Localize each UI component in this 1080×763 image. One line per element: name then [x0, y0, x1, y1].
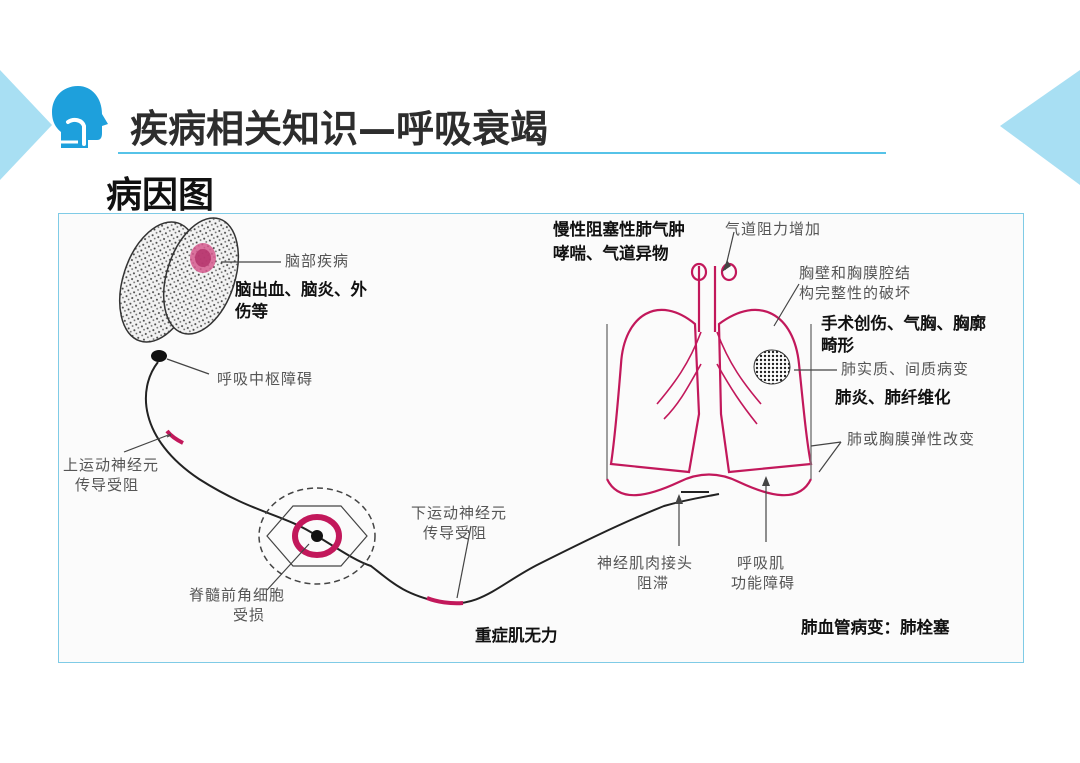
- label-elasticity: 肺或胸膜弹性改变: [847, 430, 976, 448]
- respiratory-head-icon: [52, 86, 108, 148]
- label-nmj-2: 阻滞: [637, 574, 670, 592]
- resp-center-leader: [166, 358, 210, 375]
- title-underline: [118, 152, 886, 154]
- anterior-horn-leader: [266, 543, 310, 591]
- label-chest-wall-1: 胸壁和胸膜腔结: [799, 264, 912, 282]
- brain-illustration: [119, 217, 240, 362]
- section-subtitle: 病因图: [106, 175, 215, 216]
- note-vascular: 肺血管病变：肺栓塞: [801, 618, 950, 637]
- label-parenchyma: 肺实质、间质病变: [841, 360, 970, 378]
- upper-motor-leader: [123, 433, 172, 453]
- label-lower-motor-2: 传导受阻: [423, 524, 488, 542]
- label-airway-resistance: 气道阻力增加: [725, 220, 822, 238]
- note-myasthenia: 重症肌无力: [475, 626, 558, 645]
- nerve-pathway: [144, 361, 720, 605]
- spinal-cord-cross-section: [258, 487, 376, 585]
- label-upper-motor-2: 传导受阻: [75, 476, 140, 494]
- right-corner-triangle: [1000, 70, 1080, 185]
- label-respiratory-center: 呼吸中枢障碍: [217, 370, 314, 388]
- note-trauma-1: 手术创伤、气胸、胸廓: [821, 314, 986, 333]
- label-chest-wall-2: 构完整性的破坏: [799, 284, 912, 302]
- lung-mass: [753, 349, 791, 385]
- label-brain-disease: 脑部疾病: [285, 252, 350, 270]
- label-anterior-horn-1: 脊髓前角细胞: [189, 586, 286, 604]
- note-pneumonia: 肺炎、肺纤维化: [835, 388, 951, 407]
- note-trauma-2: 畸形: [821, 336, 854, 355]
- label-upper-motor-1: 上运动神经元: [63, 456, 160, 474]
- note-copd-2: 哮喘、气道异物: [553, 244, 669, 263]
- label-lower-motor-1: 下运动神经元: [411, 504, 508, 522]
- page-title: 疾病相关知识—呼吸衰竭: [130, 107, 549, 151]
- chest-wall-leader: [773, 283, 800, 327]
- left-corner-triangle: [0, 70, 52, 180]
- lungs-illustration: [606, 262, 813, 497]
- label-resp-muscle-1: 呼吸肌: [737, 554, 786, 572]
- label-resp-muscle-2: 功能障碍: [731, 574, 796, 592]
- label-nmj-1: 神经肌肉接头: [597, 554, 694, 572]
- lower-motor-leader: [456, 525, 472, 599]
- diagram-drawing: [119, 217, 842, 606]
- note-brain-examples-2: 伤等: [235, 302, 268, 321]
- note-brain-examples-1: 脑出血、脑炎、外: [235, 280, 367, 299]
- label-anterior-horn-2: 受损: [233, 606, 266, 624]
- etiology-diagram: 脑部疾病 呼吸中枢障碍 上运动神经元 传导受阻 脊髓前角细胞 受损 下运动神经元…: [58, 213, 1024, 663]
- note-copd-1: 慢性阻塞性肺气肿: [553, 220, 685, 239]
